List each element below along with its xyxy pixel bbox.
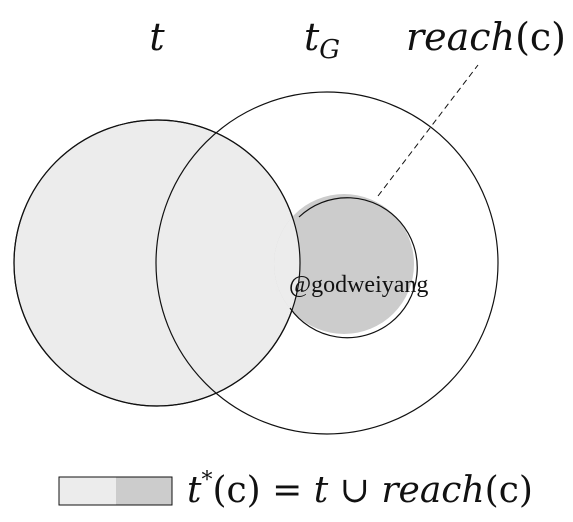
legend-sup: * [201, 468, 212, 493]
legend-t2: t [314, 470, 329, 511]
legend-reach-arg: (c) [485, 470, 533, 511]
circle-reach-outline [289, 197, 418, 339]
legend-reach: reach [381, 470, 484, 511]
label-tg-sub: G [319, 35, 340, 65]
watermark: @godweiyang [289, 272, 428, 298]
legend-swatch-t [59, 477, 116, 505]
circle-t-outline [13, 119, 301, 407]
legend-union: ∪ [328, 470, 381, 511]
legend-swatch-reach [116, 477, 172, 505]
label-tg-base: t [304, 15, 320, 59]
legend-eq: = [261, 470, 314, 511]
reach-leader-line [377, 64, 479, 197]
legend-swatch-border [58, 476, 173, 506]
circle-t [13, 119, 301, 407]
circle-reach-fill [274, 194, 414, 334]
legend-formula: t*(c) = t ∪ reach(c) [187, 468, 533, 511]
label-tg: tG [304, 15, 340, 65]
label-reach: reach(c) [406, 15, 566, 59]
label-reach-word: reach [406, 15, 515, 59]
legend-t: t [187, 470, 202, 511]
circle-tg [155, 91, 499, 435]
label-t: t [149, 15, 165, 59]
label-reach-arg: (c) [515, 15, 566, 59]
legend-arg: (c) [212, 470, 260, 511]
